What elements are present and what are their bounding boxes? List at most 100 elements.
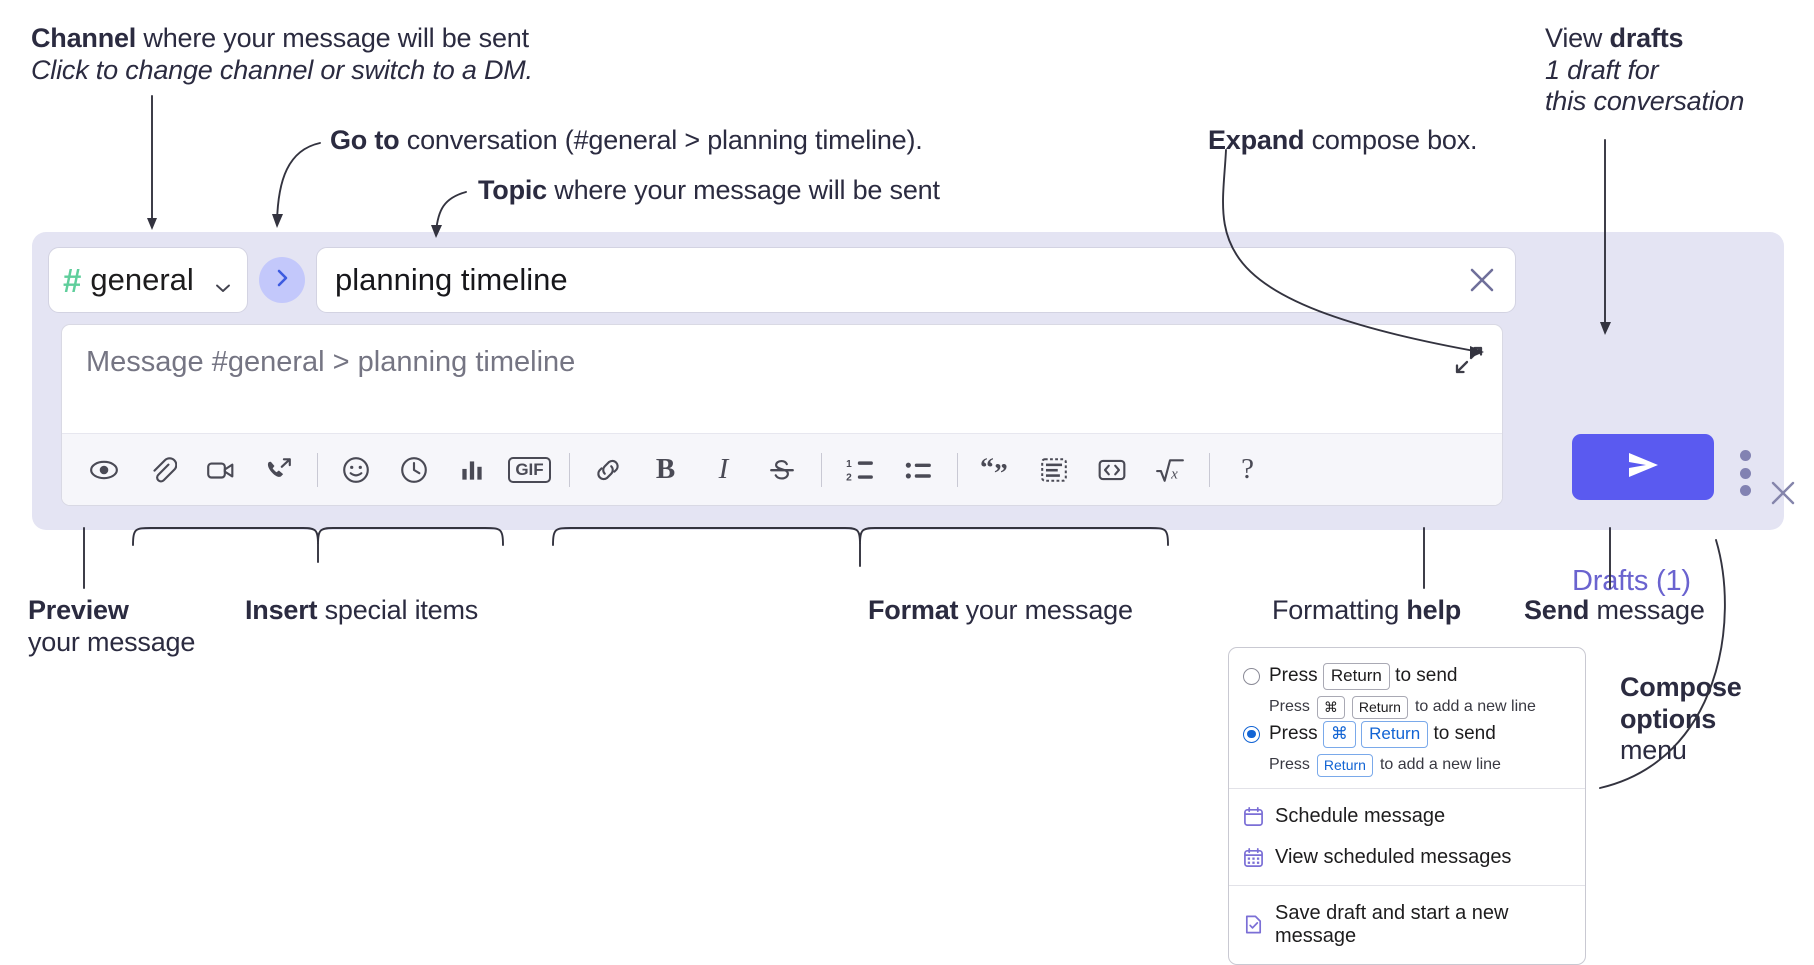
menu-section-draft: Save draft and start a new message [1229, 886, 1585, 964]
message-input-box[interactable]: Message #general > planning timeline GIF… [61, 324, 1503, 506]
strikethrough-icon[interactable] [758, 446, 805, 493]
gif-icon[interactable]: GIF [506, 446, 553, 493]
annotation-drafts-italic-1: 1 draft for [1545, 54, 1659, 85]
menu-item-save-draft-and-start-a-new-message[interactable]: Save draft and start a new message [1229, 893, 1585, 957]
option-subtext: Press ⌘ Return to add a new line [1229, 692, 1585, 719]
annotation-expand: Expand compose box. [1208, 125, 1628, 157]
topic-clear-icon[interactable] [1465, 263, 1499, 297]
code-block-icon[interactable] [1030, 446, 1077, 493]
kebab-dot-1 [1739, 450, 1751, 461]
option-subtext: Press Return to add a new line [1229, 750, 1585, 777]
option-label: Press Return to send [1269, 663, 1458, 690]
math-icon[interactable]: x [1146, 446, 1193, 493]
annotation-preview-bold: Preview [28, 595, 129, 625]
annotation-topic-rest: where your message will be sent [547, 175, 940, 205]
radio-button[interactable] [1243, 667, 1260, 685]
annotation-channel-italic: Click to change channel or switch to a D… [31, 54, 533, 85]
annotation-compose-rest: menu [1620, 735, 1687, 766]
menu-item-label: Schedule message [1275, 804, 1446, 827]
blockquote-icon[interactable]: “” [972, 446, 1019, 493]
audio-clip-icon[interactable] [254, 446, 301, 493]
annotation-drafts-bold: drafts [1609, 23, 1684, 53]
annotation-preview-rest: your message [28, 626, 196, 657]
italic-icon[interactable]: I [718, 453, 729, 485]
hash-icon: # [63, 261, 82, 299]
annotation-channel: Channel where your message will be sent … [31, 23, 651, 86]
radio-button[interactable] [1243, 725, 1260, 743]
drafts-link[interactable]: Drafts (1) [1572, 565, 1691, 597]
file-check-icon [1243, 914, 1264, 935]
key-chip: Return [1316, 753, 1373, 777]
annotation-goto-rest: conversation (#general > planning timeli… [399, 125, 923, 155]
topic-value: planning timeline [335, 262, 568, 297]
send-button[interactable] [1572, 434, 1714, 500]
annotation-insert: Insert special items [245, 595, 585, 627]
chevron-down-icon [213, 270, 233, 292]
reminder-clock-icon[interactable] [390, 446, 437, 493]
svg-text:2: 2 [846, 472, 852, 483]
emoji-icon[interactable] [332, 446, 379, 493]
annotation-drafts-italic-2: this conversation [1545, 86, 1745, 117]
separator-1 [317, 452, 318, 487]
video-clip-icon[interactable] [196, 446, 243, 493]
key-chip: Return [1322, 663, 1390, 690]
annotation-send-rest: message [1589, 595, 1705, 625]
annotation-preview: Preview your message [28, 595, 278, 658]
annotation-format-rest: your message [958, 595, 1133, 625]
annotation-insert-rest: special items [317, 595, 479, 625]
bold-icon[interactable]: B [655, 453, 676, 485]
goto-conversation-button[interactable] [259, 257, 305, 303]
annotation-topic: Topic where your message will be sent [478, 175, 1178, 207]
preview-icon[interactable] [80, 446, 127, 493]
compose-options-button[interactable] [1739, 450, 1751, 496]
annotation-expand-rest: compose box. [1304, 125, 1478, 155]
poll-icon[interactable] [448, 446, 495, 493]
bulleted-list-icon[interactable] [894, 446, 941, 493]
menu-item-view-scheduled-messages[interactable]: View scheduled messages [1229, 837, 1585, 878]
topic-input[interactable]: planning timeline [316, 247, 1516, 313]
compose-inner: # general planning timeline Message #g [48, 246, 1516, 516]
compose-header-row: # general planning timeline [48, 246, 1516, 314]
separator-4 [957, 452, 958, 487]
link-icon[interactable] [584, 446, 631, 493]
kebab-dot-3 [1739, 485, 1751, 496]
channel-selector[interactable]: # general [48, 247, 248, 313]
attachment-icon[interactable] [138, 446, 185, 493]
key-chip: Return [1361, 720, 1429, 748]
menu-item-schedule-message[interactable]: Schedule message [1229, 796, 1585, 837]
chevron-right-icon [270, 266, 294, 295]
close-compose-icon[interactable] [1767, 477, 1799, 509]
annotation-drafts-pre: View [1545, 23, 1610, 53]
key-chip: Return [1351, 695, 1408, 719]
menu-item-label: View scheduled messages [1275, 845, 1512, 868]
svg-text:x: x [1170, 466, 1178, 482]
annotation-goto-bold: Go to [330, 125, 400, 155]
send-icon [1620, 442, 1666, 493]
annotation-send: Send message [1524, 595, 1784, 627]
svg-text:”: ” [993, 457, 1007, 484]
annotation-drafts: View drafts 1 draft for this conversatio… [1545, 23, 1814, 118]
annotation-format-bold: Format [868, 595, 959, 625]
calendar-icon [1243, 806, 1264, 827]
annotation-help-bold: help [1406, 595, 1462, 625]
annotation-expand-bold: Expand [1208, 125, 1305, 155]
code-inline-icon[interactable] [1088, 446, 1135, 493]
annotation-formatting-help: Formatting help [1272, 595, 1552, 627]
annotation-compose-options: Compose options menu [1620, 672, 1814, 767]
calendar-grid-icon [1243, 847, 1264, 868]
formatting-help-icon[interactable]: ? [1241, 453, 1254, 485]
separator-3 [821, 452, 822, 487]
annotation-channel-bold: Channel [31, 23, 137, 53]
separator-2 [569, 452, 570, 487]
annotation-channel-rest: where your message will be sent [136, 23, 529, 53]
expand-compose-icon[interactable] [1454, 345, 1484, 375]
svg-text:“: “ [981, 455, 994, 483]
annotation-compose-bold-1: Compose [1620, 672, 1742, 702]
